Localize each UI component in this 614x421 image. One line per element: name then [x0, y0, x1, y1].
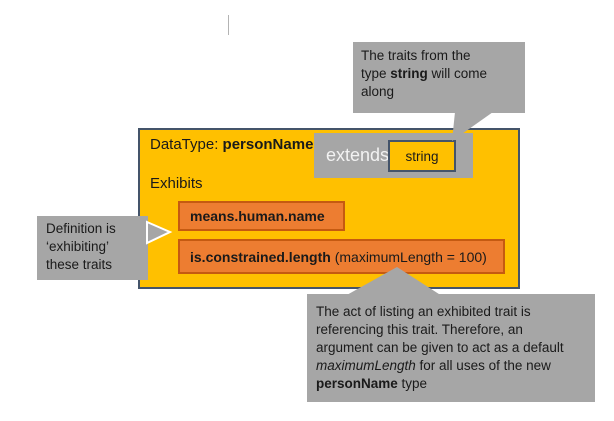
callout-text-line: referencing this trait. Therefore, an — [316, 322, 523, 337]
trait-box-means-human-name: means.human.name — [178, 201, 345, 231]
trait-label: is.constrained.length (maximumLength = 1… — [190, 248, 487, 265]
callout-text-line: maximumLength for all uses of the new — [316, 358, 551, 373]
extends-type-box: string — [388, 140, 456, 172]
callout-tail-up-icon — [345, 267, 442, 296]
callout-tail-right-icon — [146, 220, 173, 245]
callout-text-line: along — [361, 84, 395, 99]
trait-box-is-constrained-length: is.constrained.length (maximumLength = 1… — [178, 239, 505, 274]
callout-text-line: argument can be given to act as a defaul… — [316, 340, 564, 355]
extends-type-label: string — [405, 148, 439, 164]
callout-text-line: The traits from the — [361, 48, 471, 63]
callout-text-line: Definition is — [46, 221, 116, 236]
callout-text-line: ‘exhibiting’ — [46, 239, 110, 254]
callout-definition-exhibiting: Definition is ‘exhibiting’ these traits — [37, 216, 148, 280]
callout-exhibited-trait-reference: The act of listing an exhibited trait is… — [307, 294, 595, 402]
trait-label: means.human.name — [190, 208, 325, 224]
callout-tail-down-icon — [452, 112, 493, 141]
extends-box: extends string — [314, 133, 473, 178]
callout-text-line: personName type — [316, 376, 428, 391]
callout-text-line: these traits — [46, 257, 113, 272]
datatype-title: DataType: personName — [150, 136, 314, 153]
extends-label: extends — [326, 145, 390, 165]
callout-traits-come-along: The traits from the type string will com… — [353, 42, 525, 113]
exhibits-label: Exhibits — [150, 175, 203, 192]
callout-text-line: The act of listing an exhibited trait is — [316, 304, 531, 319]
datatype-box: DataType: personName Exhibits extends st… — [138, 128, 520, 289]
stray-line-artifact — [228, 15, 229, 35]
callout-text-line: type string will come — [361, 66, 488, 81]
